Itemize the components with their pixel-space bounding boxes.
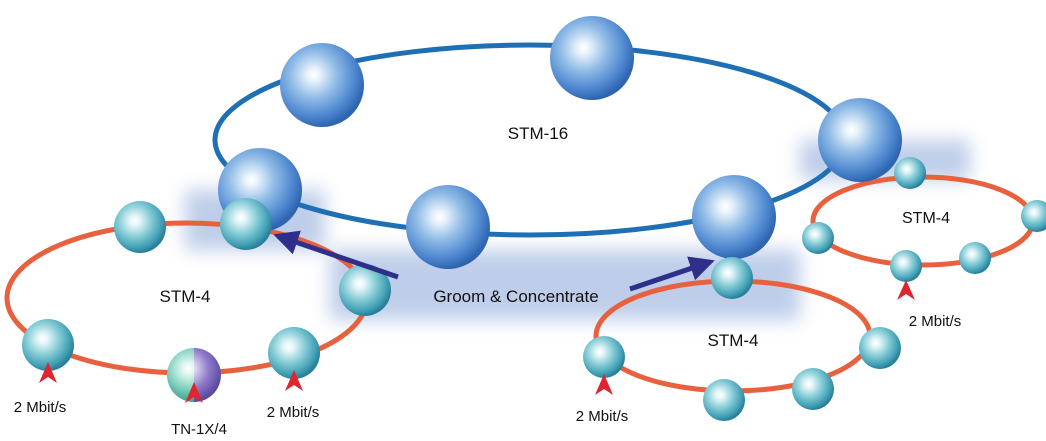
- ring-node: [583, 336, 625, 378]
- ring-node: [890, 250, 922, 282]
- ring-node: [1021, 200, 1046, 232]
- ring-node: [959, 242, 991, 274]
- ring-node: [114, 201, 166, 253]
- core-nodes: [218, 16, 902, 269]
- ring-node: [339, 264, 391, 316]
- ring-label-stm4-bottom-right: STM-4: [708, 331, 759, 350]
- ring-label-stm4-top-right: STM-4: [902, 210, 950, 227]
- tributary-label: 2 Mbit/s: [909, 313, 962, 330]
- tributary-label: 2 Mbit/s: [267, 404, 320, 421]
- ring-node: [703, 379, 745, 421]
- tributary-marker-icon: [285, 370, 303, 391]
- ring-node: [711, 257, 753, 299]
- bottom-right-ring-nodes: [583, 257, 901, 421]
- ring-node: [792, 368, 834, 410]
- left-ring-nodes: [22, 198, 391, 402]
- groom-concentrate-label: Groom & Concentrate: [433, 287, 598, 306]
- ring-node: [859, 327, 901, 369]
- ring-label-stm4-left: STM-4: [160, 287, 211, 306]
- top-right-ring-nodes: [802, 157, 1046, 282]
- groom-arrow-right: [629, 256, 715, 292]
- tn-1x-node: [167, 348, 221, 402]
- core-node: [280, 43, 364, 127]
- core-node: [406, 185, 490, 269]
- tributary-marker-icon: [897, 280, 915, 300]
- tributary-label: 2 Mbit/s: [14, 399, 67, 416]
- ring-node: [802, 222, 834, 254]
- tributary-marker-icon: [185, 382, 203, 403]
- core-node: [550, 16, 634, 100]
- core-node: [692, 175, 776, 259]
- tributary-marker-icon: [39, 362, 57, 383]
- tributary-label: TN-1X/4: [171, 421, 227, 438]
- ring-node: [22, 319, 74, 371]
- core-node: [818, 98, 902, 182]
- groom-arrow-left: [273, 230, 399, 280]
- ring-node: [220, 198, 272, 250]
- ring-node: [894, 157, 926, 189]
- ring-node: [268, 327, 320, 379]
- ring-label-stm16: STM-16: [508, 124, 568, 143]
- tributary-markers: [39, 280, 915, 403]
- tributary-marker-icon: [595, 374, 613, 395]
- tributary-label: 2 Mbit/s: [576, 408, 629, 425]
